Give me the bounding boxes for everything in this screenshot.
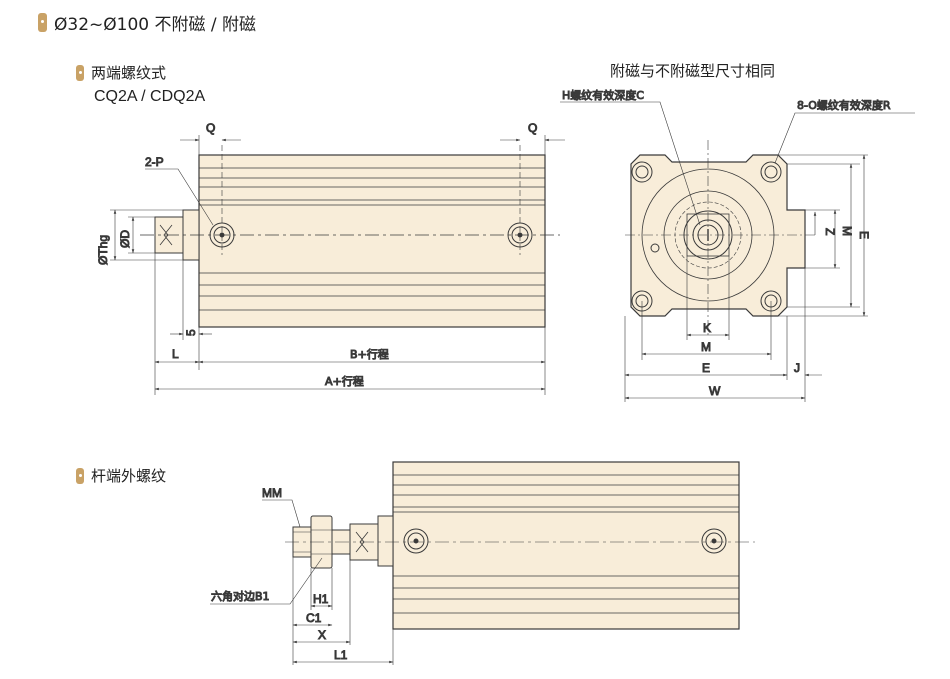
label-m-horiz: M: [701, 340, 711, 354]
port-lower-right: [701, 528, 727, 554]
bullet-icon: [76, 64, 84, 81]
label-e-horiz: E: [702, 361, 710, 375]
port-lower-left: [403, 528, 429, 554]
label-z: Z: [823, 228, 837, 235]
section-front-title: 两端螺纹式: [91, 64, 167, 82]
label-k: K: [703, 321, 711, 335]
label-c1: C1: [306, 611, 322, 625]
page-header: Ø32~Ø100 不附磁 / 附磁: [38, 10, 256, 35]
label-mm: MM: [262, 486, 282, 500]
side-view: [560, 101, 915, 402]
front-view: [110, 135, 565, 395]
label-d: ØD: [118, 230, 132, 248]
bullet-icon: [76, 467, 84, 484]
page-title: Ø32~Ø100 不附磁 / 附磁: [54, 15, 257, 35]
label-l1: L1: [334, 648, 348, 662]
label-2p: 2-P: [145, 155, 164, 169]
label-b1: 六角对边B1: [211, 589, 270, 603]
label-thg: ØThg: [96, 235, 110, 265]
label-q-right: Q: [528, 121, 537, 135]
label-q-left: Q: [206, 121, 215, 135]
bullet-icon: [38, 13, 47, 32]
label-h-thread: H螺纹有效深度C: [562, 88, 644, 102]
label-j: J: [794, 361, 800, 375]
label-w: W: [709, 384, 721, 398]
model-number: CQ2A / CDQ2A: [94, 88, 206, 105]
label-a-stroke: A+行程: [325, 375, 364, 388]
section-rod-title: 杆端外螺纹: [91, 467, 167, 485]
label-x: X: [318, 628, 326, 642]
cylinder-body: [198, 154, 546, 328]
label-o-thread: 8-O螺纹有效深度R: [797, 98, 891, 112]
section-rod-header: 杆端外螺纹: [76, 465, 166, 486]
label-m-vert: M: [840, 226, 854, 236]
label-e-vert: E: [857, 231, 871, 239]
label-h1: H1: [313, 592, 329, 606]
rod-end-view: [210, 461, 755, 665]
label-b-stroke: B+行程: [350, 348, 389, 361]
section-front-header: 两端螺纹式: [76, 62, 166, 83]
cylinder-body-lower: [392, 461, 740, 630]
label-l: L: [172, 347, 179, 361]
label-5: 5: [184, 329, 198, 336]
section-side-title: 附磁与不附磁型尺寸相同: [610, 62, 776, 80]
